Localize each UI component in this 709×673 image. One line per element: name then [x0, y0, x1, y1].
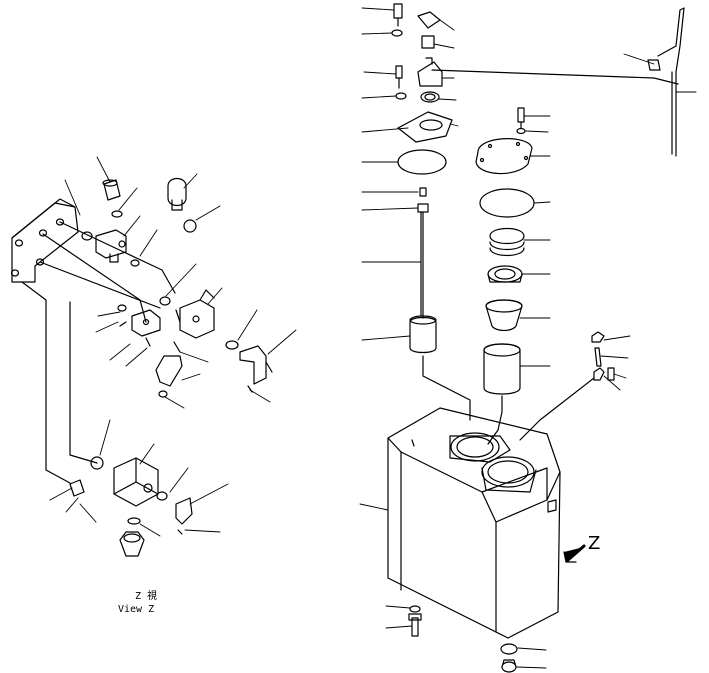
- o-ring-small-1: [111, 210, 123, 218]
- elbow-fitting-2: [175, 497, 193, 525]
- cover-assembly: [475, 107, 533, 175]
- bolt-and-washer-top: [391, 3, 407, 100]
- dipstick-gauge: [431, 7, 685, 157]
- right-leader-lines: [359, 7, 697, 669]
- tank-mount-bolt: [408, 605, 422, 637]
- manifold-plate: [10, 198, 79, 283]
- tank-body: [387, 407, 561, 639]
- o-ring-small-2: [81, 231, 93, 241]
- o-ring-small-6: [156, 491, 168, 501]
- o-ring-small-5: [225, 340, 239, 350]
- main-valve-block: [113, 457, 159, 507]
- tank-drain: [500, 643, 518, 673]
- o-ring-large-2: [479, 188, 535, 218]
- left-leader-lines: [49, 156, 297, 537]
- breather-assembly: [397, 11, 453, 143]
- pin-2: [173, 341, 181, 353]
- side-fittings: [519, 331, 615, 441]
- o-ring-large-1: [397, 149, 447, 175]
- o-ring-round-2: [90, 456, 104, 470]
- spring: [489, 227, 525, 257]
- swivel-fitting: [155, 355, 183, 398]
- hose-lines: [21, 221, 176, 484]
- valve-body: [175, 289, 215, 339]
- o-ring-round-1: [183, 219, 197, 233]
- plug-fitting: [167, 177, 187, 211]
- pin-1: [145, 337, 151, 347]
- pin-4: [177, 529, 183, 535]
- tank-side-fitting: [547, 499, 557, 513]
- o-ring-small-4: [159, 296, 171, 306]
- o-ring-small-3: [130, 259, 140, 267]
- hex-nut: [119, 531, 145, 557]
- filter-element: [483, 343, 521, 445]
- view-z-arrow-label: Z: [588, 533, 601, 554]
- bypass-cup: [485, 299, 523, 332]
- view-z-title: Z 視: [135, 591, 158, 602]
- tee-block-fitting: [95, 229, 127, 263]
- tank-port-left: [449, 432, 511, 463]
- strainer-assembly: [409, 187, 471, 421]
- cap-fitting: [102, 179, 121, 201]
- clamp-fitting: [69, 479, 85, 497]
- o-ring-small-7: [127, 517, 141, 525]
- small-tee-fitting: [117, 304, 161, 337]
- tank-port-right: [481, 456, 537, 493]
- elbow-fitting-1: [239, 345, 273, 385]
- view-z-arrow: [563, 544, 586, 563]
- valve-seat: [487, 265, 523, 283]
- view-z-caption: View Z: [118, 604, 155, 615]
